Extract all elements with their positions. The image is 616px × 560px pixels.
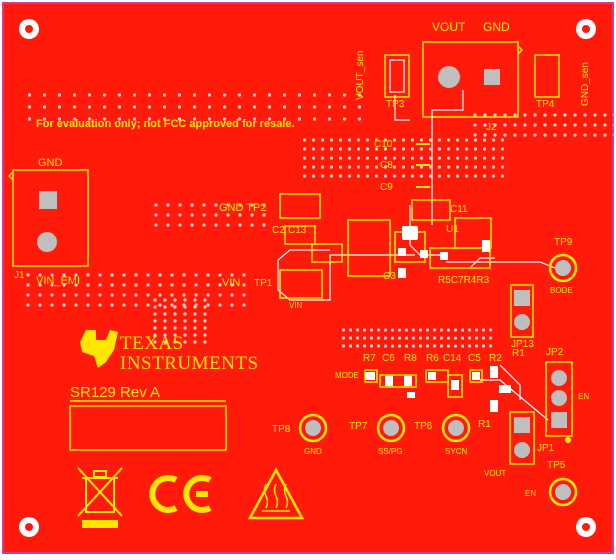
tp4-label: TP4 [536,99,555,110]
j1-label: J1 [14,270,25,281]
fcc-notice: For evaluation only; not FCC approved fo… [36,118,295,130]
c5-label: C5 [468,353,481,364]
r2-label: R2 [489,353,502,364]
weee-bin-icon [77,467,123,517]
en-bottom-label: EN [525,489,537,498]
r5c7r4r3-label: R5C7R4R3 [438,275,490,286]
ti-logo-line2: Instruments [120,353,259,374]
r1-label: R1 [478,419,491,430]
c10-label: C10 [374,139,393,150]
sycn-label: SYCN [445,447,468,456]
vin-label: VIN [222,277,241,289]
tp7-testpoint [376,413,406,443]
jp2-label: JP2 [546,347,564,358]
ti-logo-line1: Texas [120,333,184,354]
vout-sen-label: VOUT_sen [355,50,366,100]
tp9-label: TP9 [554,237,573,248]
mounting-hole-icon [19,19,39,39]
tp5-label: TP5 [547,460,566,471]
tp4-pad [534,54,560,98]
j2-connector [422,41,524,118]
jp13-jumper [510,284,534,338]
mounting-hole-icon [576,517,596,537]
jp1-jumper [509,411,535,465]
via-field [26,93,616,348]
mode-label: MODE [335,371,359,380]
ti-logo-icon [80,330,118,368]
r6-label: R6 [426,353,439,364]
u1-label: U1 [446,224,459,235]
jp13-label: JP13 [511,339,534,350]
c9-label: C9 [380,182,393,193]
c8-label: C8 [380,160,393,171]
sspg-label: SS/PG [378,447,403,456]
gnd-top-label: GND [483,20,510,34]
hot-surface-icon [247,467,305,520]
r1-top-label: R1 [512,348,525,359]
tp8-gnd-label: GND [304,447,322,456]
j1-connector [7,169,89,267]
c2-label: C2 [272,225,285,236]
tp6-testpoint [441,413,471,443]
gnd-sen-label: GND_sen [580,62,591,106]
tp8-label: TP8 [272,424,291,435]
vin-small-label: VIN [289,301,303,310]
c3-label: C3 [383,271,396,282]
j2-label: J2 [486,122,497,133]
tp7-label: TP7 [349,421,368,432]
mounting-hole-icon [576,19,596,39]
c13-label: C13 [288,225,307,236]
tp3-label: TP3 [386,99,405,110]
ce-mark-icon [149,475,212,513]
tp5-testpoint [548,477,578,507]
r8-label: R8 [404,353,417,364]
revision-label: SR129 Rev A [70,384,161,401]
c6-label: C6 [382,353,395,364]
tp3-pad [384,54,410,98]
tp6-label: TP6 [414,421,433,432]
j1-gnd-label: GND [38,157,63,169]
bode-label: BODE [550,286,573,295]
r7-label: R7 [363,353,376,364]
jp2-jumper [545,361,573,437]
gnd-tp2-label: GND TP2 [219,202,267,214]
mounting-hole-icon [19,517,39,537]
jp1-label: JP1 [537,443,555,454]
c14-label: C14 [443,353,462,364]
en-right-label: EN [578,392,590,401]
vout-bottom-label: VOUT [484,469,507,478]
tp1-label: TP1 [254,278,273,289]
vout-top-label: VOUT [432,20,466,34]
c11-label: C11 [450,204,468,215]
vin-emi-label: VIN_EMI [36,275,81,287]
tp8-testpoint [298,413,328,443]
serial-label-box [69,405,227,451]
tp9-testpoint [548,253,578,283]
